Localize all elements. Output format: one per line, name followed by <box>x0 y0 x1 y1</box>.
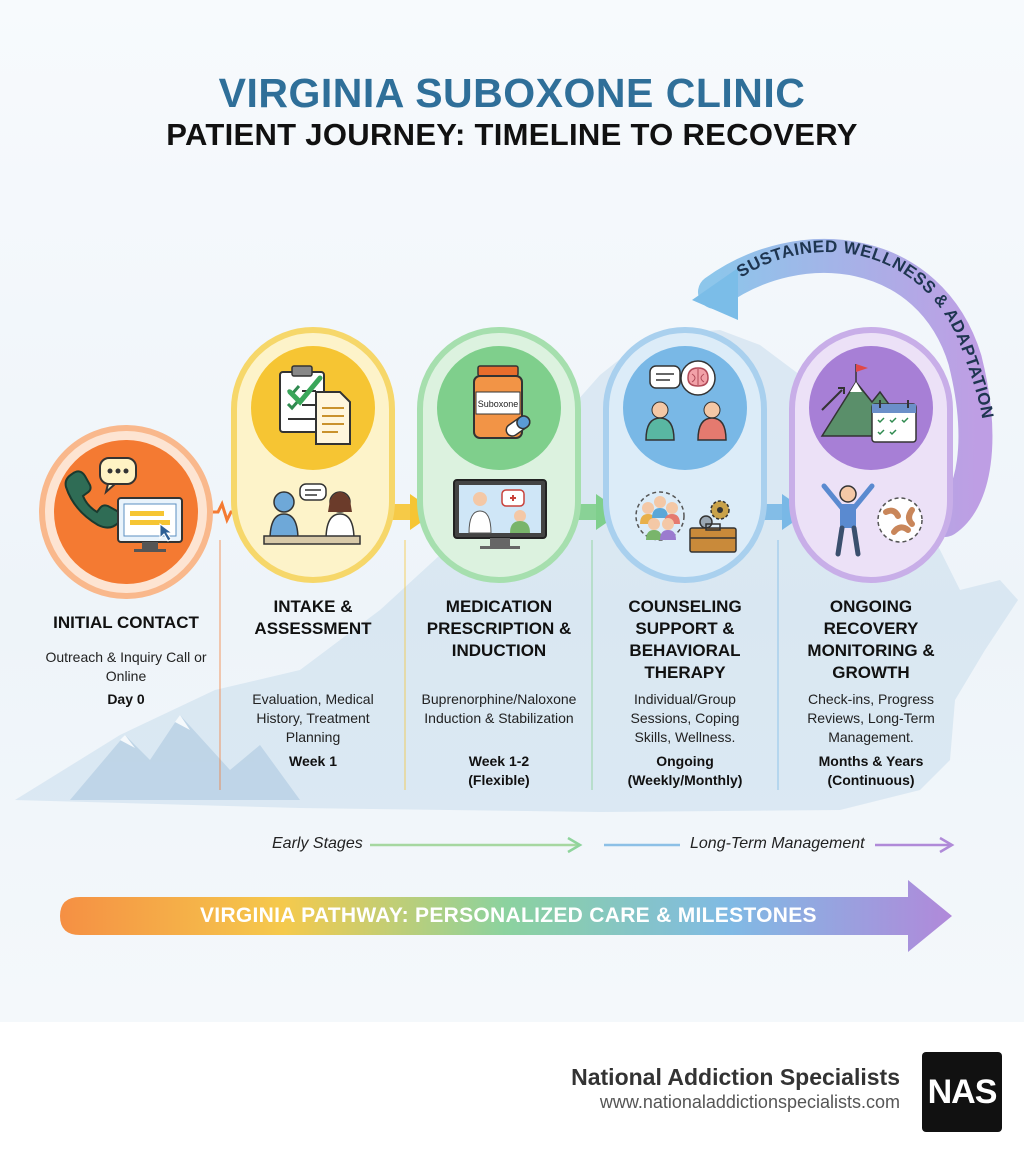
stage-3-node: Suboxone <box>417 327 581 583</box>
footer <box>0 1022 1024 1154</box>
pathway-banner-arrow <box>60 880 952 952</box>
org-name: National Addiction Specialists <box>571 1064 900 1090</box>
stage-3-description: Buprenorphine/Naloxone Induction & Stabi… <box>421 691 577 726</box>
stage-2-node <box>231 327 395 583</box>
stage-5-description: Check-ins, Progress Reviews, Long-Term M… <box>807 691 935 745</box>
stage-5-node <box>789 327 953 583</box>
stage-5-title: ONGOING RECOVERY MONITORING & GROWTH <box>807 597 935 682</box>
person-celebrating-icon <box>821 483 875 557</box>
timeline-dividers <box>219 540 779 790</box>
stage-4-timing: Ongoing (Weekly/Monthly) <box>627 753 743 788</box>
clipboard-checklist-icon <box>279 365 325 433</box>
counseling-brain-icon <box>645 360 727 441</box>
page-subtitle: PATIENT JOURNEY: TIMELINE TO RECOVERY <box>166 117 858 152</box>
stage-2-title: INTAKE & ASSESSMENT <box>254 597 372 638</box>
stage-1-title: INITIAL CONTACT <box>53 613 199 632</box>
calendar-icon <box>871 400 917 443</box>
nas-logo: NAS <box>922 1052 1002 1132</box>
page-title: VIRGINIA SUBOXONE CLINIC <box>218 70 806 116</box>
phone-icon <box>64 470 122 529</box>
stage-4-node <box>603 327 767 583</box>
phase-lines <box>58 836 955 854</box>
stage-2-description: Evaluation, Medical History, Treatment P… <box>252 691 374 745</box>
stage-5-timing: Months & Years (Continuous) <box>818 753 924 788</box>
group-therapy-icon <box>635 491 685 541</box>
stage-1-description: Outreach & Inquiry Call or Online <box>45 649 207 684</box>
phase-label-long-term: Long-Term Management <box>690 835 865 852</box>
medicine-bottle-icon: Suboxone <box>473 365 523 439</box>
pathway-banner-text: VIRGINIA PATHWAY: PERSONALIZED CARE & MI… <box>200 904 817 927</box>
capsule-icon <box>505 415 531 437</box>
stage-1-timing: Day 0 <box>107 691 145 707</box>
phase-label-early: Early Stages <box>272 835 363 852</box>
stage-1-node <box>39 425 213 599</box>
stage-3-title: MEDICATION PRESCRIPTION & INDUCTION <box>426 597 572 660</box>
chat-bubble-icon <box>99 457 137 495</box>
doctor-consultation-icon <box>263 483 361 545</box>
stage-4-title: COUNSELING SUPPORT & BEHAVIORAL THERAPY <box>628 597 742 682</box>
stage-4-description: Individual/Group Sessions, Coping Skills… <box>630 691 740 745</box>
mountain-illustration <box>70 715 300 800</box>
cycle-arrowhead <box>692 268 738 320</box>
pill-label: Suboxone <box>478 399 519 409</box>
stage-3-timing: Week 1-2 (Flexible) <box>468 753 530 788</box>
computer-form-icon <box>117 497 183 552</box>
toolbox-gears-icon <box>689 500 737 553</box>
document-icon <box>315 391 351 445</box>
cycle-arc <box>698 238 993 537</box>
telehealth-monitor-icon <box>453 479 547 549</box>
stage-2-timing: Week 1 <box>289 753 337 769</box>
hands-together-icon <box>877 497 923 543</box>
org-url[interactable]: www.nationaladdictionspecialists.com <box>599 1092 900 1112</box>
infographic-art: SUSTAINED WELLNESS & ADAPTATION <box>15 237 1018 952</box>
